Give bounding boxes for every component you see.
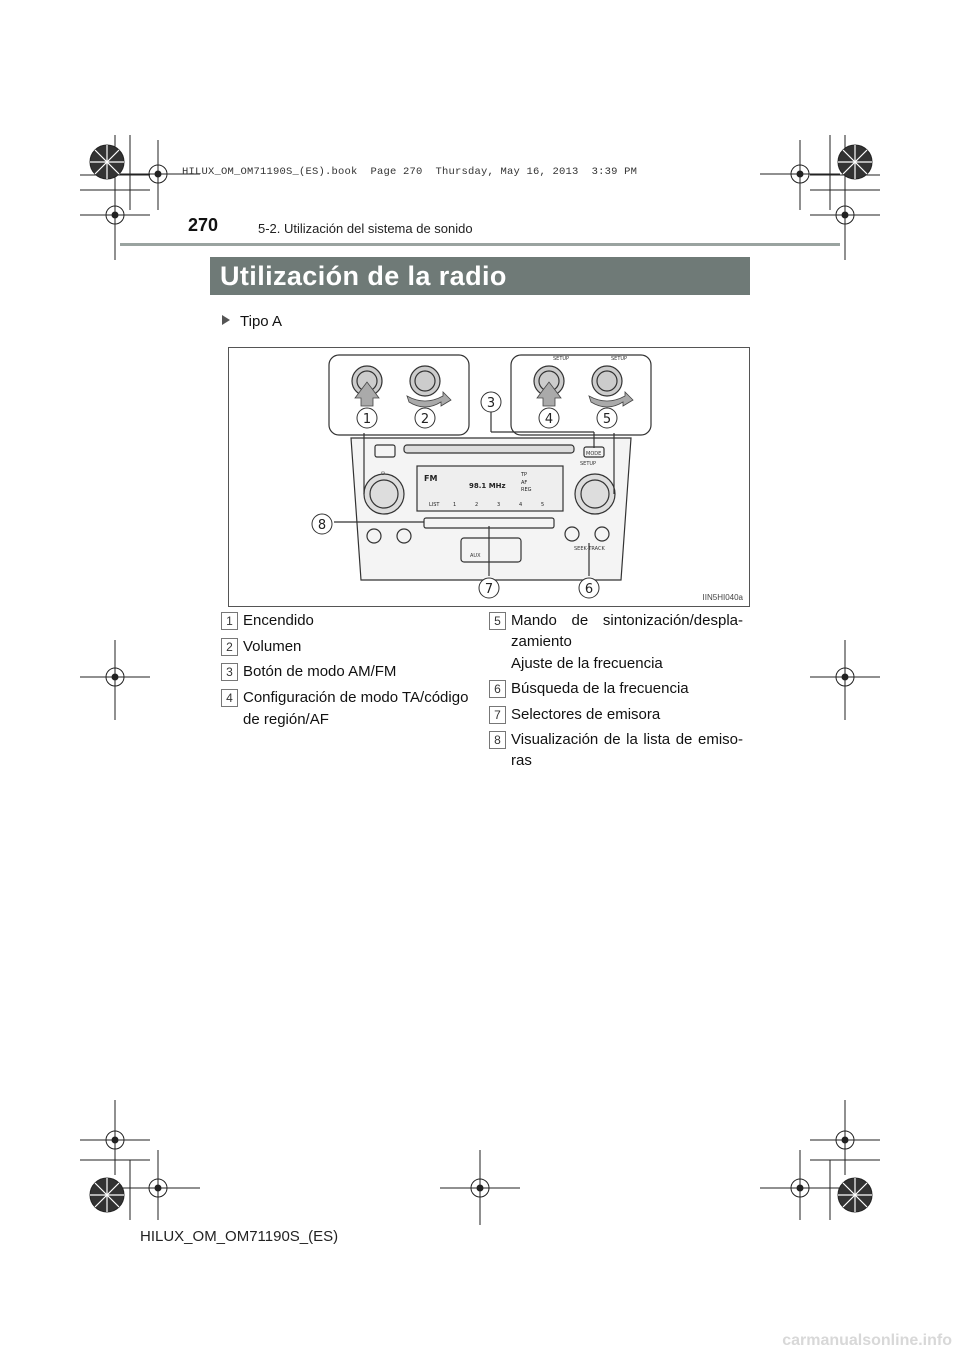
legend-text-8-line2: ras [511,752,532,769]
radio-panel-illustration: ⏻ SETUP MODE SEEK·TRACK AUX SETUP SETUP … [311,354,652,599]
callout-7: 7 [485,582,493,597]
legend-number-6: 6 [489,680,506,698]
legend-text-4-line1: Configuración de modo TA/código [243,689,469,706]
seek-track-label: SEEK·TRACK [574,546,606,552]
book-header: HILUX_OM_OM71190S_(ES).book Page 270 Thu… [182,166,638,178]
display-preset-4: 4 [519,502,522,508]
display-frequency: 98.1 MHz [469,482,506,490]
display-af: AF [521,480,527,486]
display-band: FM [424,474,437,483]
power-symbol-label: ⏻ [381,471,385,477]
display-reg: REG [521,487,532,493]
aux-label: AUX [470,553,481,559]
zoom-setup-label-1: SETUP [553,356,569,362]
callout-8: 8 [318,518,326,533]
zoom-box-left [328,354,470,436]
triangle-bullet-icon [222,315,230,325]
legend-text-5-line3: Ajuste de la frecuencia [511,655,663,672]
seek-up-button [594,526,610,542]
seek-down-button [564,526,580,542]
radio-panel-figure: ⏻ SETUP MODE SEEK·TRACK AUX SETUP SETUP … [228,347,750,607]
legend-number-1: 1 [221,612,238,630]
setup-label: SETUP [580,461,596,467]
legend-text-7: Selectores de emisora [511,706,661,723]
display-preset-5: 5 [541,502,544,508]
list-button [366,528,382,544]
footer-code: HILUX_OM_OM71190S_(ES) [140,1228,339,1245]
eject-button [374,444,396,458]
figure-code: IIN5HI040a [702,593,743,602]
callout-2: 2 [421,412,429,427]
legend-text-8-line1: Visualización de la lista de emiso- [511,731,743,748]
legend-number-5: 5 [489,612,506,630]
legend-number-8: 8 [489,731,506,749]
section-label: 5-2. Utilización del sistema de sonido [258,221,473,236]
display-list: LIST [429,502,440,508]
mode-label: MODE [586,451,601,457]
callout-6: 6 [585,582,593,597]
legend-text-4-line2: de región/AF [243,711,329,728]
display-preset-1: 1 [453,502,456,508]
zoom-setup-label-2: SETUP [611,356,627,362]
legend-number-7: 7 [489,706,506,724]
header-rule [120,243,840,246]
callout-5: 5 [603,412,611,427]
scan-button [396,528,412,544]
legend-number-3: 3 [221,663,238,681]
watermark: carmanualsonline.info [782,1332,952,1349]
legend-text-2: Volumen [243,638,302,655]
page-title: Utilización de la radio [210,257,750,295]
legend-text-3: Botón de modo AM/FM [243,663,397,680]
legend-number-2: 2 [221,638,238,656]
callout-3: 3 [487,396,495,411]
subtitle: Tipo A [222,313,282,330]
callout-1: 1 [363,412,371,427]
display-preset-2: 2 [475,502,478,508]
legend-number-4: 4 [221,689,238,707]
aux-usb-cover [460,537,522,563]
legend-text-1: Encendido [243,612,314,629]
page-number: 270 [188,215,219,235]
zoom-box-right [510,354,652,436]
callout-4: 4 [545,412,553,427]
legend-text-5-line1: Mando de sintonización/despla- [511,612,743,629]
display-tp: TP [520,472,527,478]
display-screen [416,465,564,512]
display-preset-3: 3 [497,502,500,508]
cd-slot [403,444,575,454]
legend-text-5-line2: zamiento [511,633,572,650]
subtitle-text: Tipo A [240,313,282,330]
legend-text-6: Búsqueda de la frecuencia [511,680,689,697]
